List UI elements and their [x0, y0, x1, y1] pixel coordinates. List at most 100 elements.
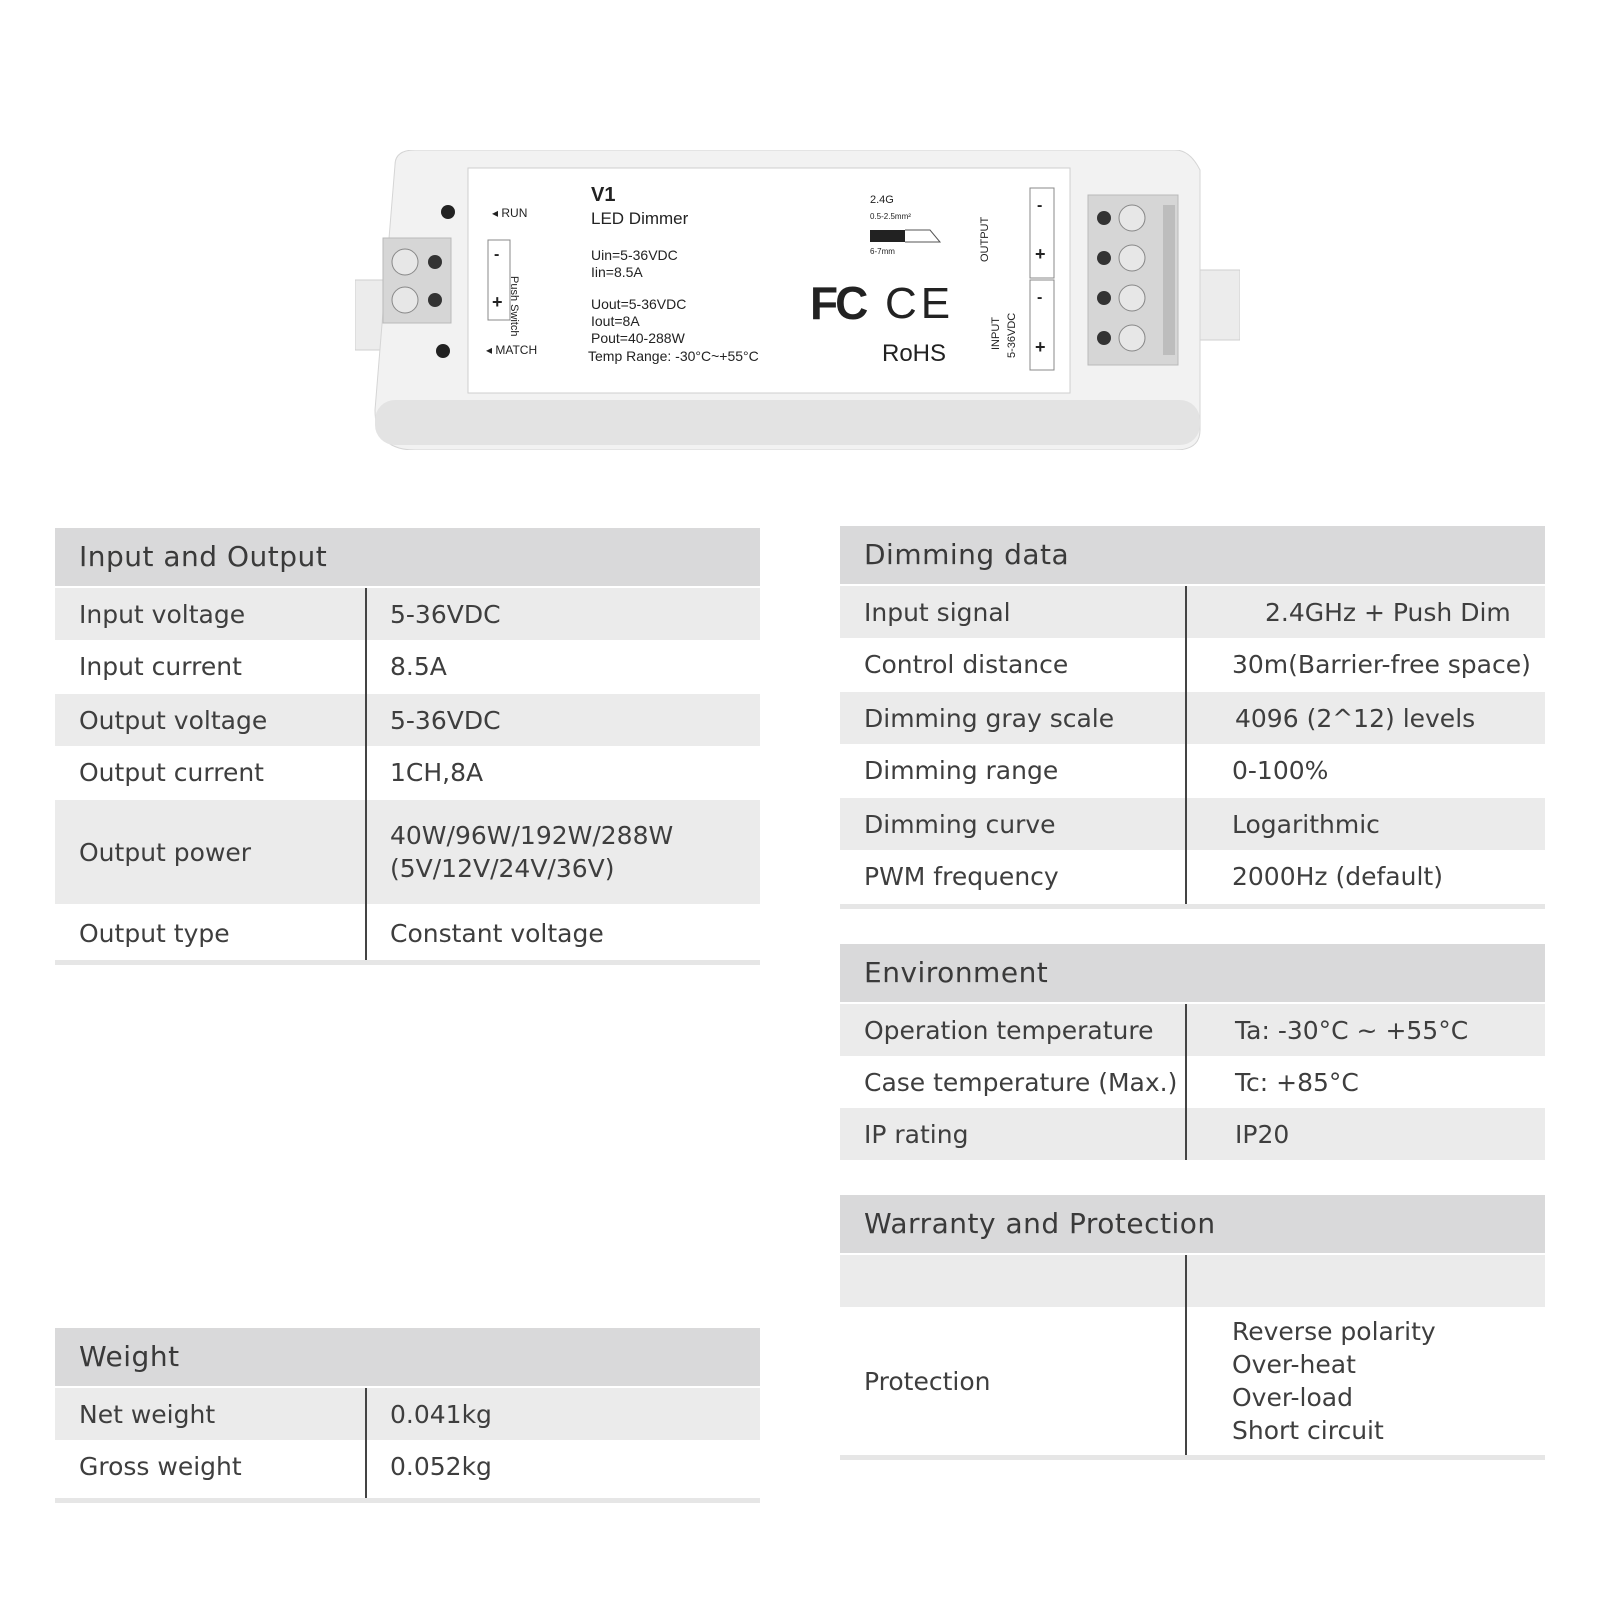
- row-value: 1CH,8A: [390, 757, 484, 787]
- run-label: ◂ RUN: [492, 206, 528, 220]
- match-led-icon: [436, 344, 450, 358]
- row-key: Output current: [79, 757, 264, 787]
- table-row: Output type Constant voltage: [55, 906, 760, 960]
- environment-table: Environment Operation temperature Ta: -3…: [840, 944, 1545, 1164]
- table-row: Output current 1CH,8A: [55, 746, 760, 798]
- column-divider: [365, 588, 367, 960]
- table-row: Input voltage 5-36VDC: [55, 588, 760, 640]
- device-name: LED Dimmer: [591, 209, 689, 228]
- row-value: 0-100%: [1232, 755, 1329, 785]
- fc-mark-icon: FC: [810, 277, 868, 329]
- row-value: Ta: -30°C ~ +55°C: [1235, 1015, 1469, 1045]
- table-row: Dimming range 0-100%: [840, 744, 1545, 796]
- row-key: Input signal: [864, 597, 1011, 627]
- table-row: Dimming curve Logarithmic: [840, 798, 1545, 850]
- table-row: Gross weight 0.052kg: [55, 1440, 760, 1492]
- table-row: Case temperature (Max.) Tc: +85°C: [840, 1056, 1545, 1108]
- column-divider: [1185, 586, 1187, 904]
- output-plus: +: [1035, 244, 1046, 264]
- device-spec: Uout=5-36VDC: [591, 296, 687, 312]
- table-title: Dimming data: [840, 526, 1545, 584]
- row-key: Input voltage: [79, 599, 246, 629]
- table-row: Protection Reverse polarity Over-heat Ov…: [840, 1307, 1545, 1455]
- table-title: Environment: [840, 944, 1545, 1002]
- row-key: Net weight: [79, 1399, 216, 1429]
- table-title: Input and Output: [55, 528, 760, 586]
- input-output-table: Input and Output Input voltage 5-36VDC I…: [55, 528, 760, 968]
- row-key: Input current: [79, 651, 242, 681]
- warranty-table: Warranty and Protection Protection Rever…: [840, 1195, 1545, 1465]
- row-key: IP rating: [864, 1119, 969, 1149]
- strip-length-label: 6-7mm: [870, 247, 895, 256]
- rohs-mark: RoHS: [882, 340, 947, 367]
- row-key: Operation temperature: [864, 1015, 1154, 1045]
- push-switch-label: Push Switch: [508, 276, 520, 337]
- row-key: Protection: [864, 1366, 991, 1396]
- device-spec: Iout=8A: [591, 313, 640, 329]
- ce-mark-icon: CE: [885, 279, 955, 328]
- switch-plus: +: [492, 292, 503, 312]
- row-value: 5-36VDC: [390, 705, 501, 735]
- table-row: [840, 1255, 1545, 1307]
- row-value: 40W/96W/192W/288W (5V/12V/24V/36V): [390, 821, 674, 883]
- match-label: ◂ MATCH: [486, 343, 538, 357]
- row-key: Dimming curve: [864, 809, 1056, 839]
- table-row: IP rating IP20: [840, 1108, 1545, 1160]
- row-value: 0.052kg: [390, 1451, 492, 1481]
- column-divider: [365, 1388, 367, 1498]
- row-value: IP20: [1235, 1119, 1290, 1149]
- column-divider: [1185, 1004, 1187, 1160]
- row-key: Output type: [79, 918, 230, 948]
- row-key: Control distance: [864, 649, 1069, 679]
- output-label: OUTPUT: [979, 216, 991, 262]
- table-row: Input current 8.5A: [55, 640, 760, 692]
- table-row: Net weight 0.041kg: [55, 1388, 760, 1440]
- table-row: Output voltage 5-36VDC: [55, 694, 760, 746]
- device-spec: Pout=40-288W: [591, 330, 685, 346]
- output-minus: -: [1037, 197, 1043, 214]
- row-value: 2.4GHz + Push Dim: [1265, 597, 1511, 627]
- row-key: Dimming range: [864, 755, 1059, 785]
- input-voltage-label: 5-36VDC: [1006, 312, 1018, 358]
- row-key: Output power: [79, 837, 252, 867]
- row-key: Dimming gray scale: [864, 703, 1115, 733]
- table-row: Operation temperature Ta: -30°C ~ +55°C: [840, 1004, 1545, 1056]
- row-key: Gross weight: [79, 1451, 242, 1481]
- wire-size-label: 0.5-2.5mm²: [870, 212, 911, 221]
- input-plus: +: [1035, 337, 1046, 357]
- row-value: 4096 (2^12) levels: [1235, 703, 1476, 733]
- table-row: Control distance 30m(Barrier-free space): [840, 638, 1545, 690]
- weight-table: Weight Net weight 0.041kg Gross weight 0…: [55, 1328, 760, 1508]
- row-value: Tc: +85°C: [1235, 1067, 1359, 1097]
- frequency-label: 2.4G: [870, 194, 894, 206]
- row-value: Logarithmic: [1232, 809, 1380, 839]
- table-title: Weight: [55, 1328, 760, 1386]
- row-value: 8.5A: [390, 651, 447, 681]
- table-row: Input signal 2.4GHz + Push Dim: [840, 586, 1545, 638]
- table-bottom-rule: [840, 904, 1545, 909]
- device-spec: Iin=8.5A: [591, 264, 643, 280]
- table-title: Warranty and Protection: [840, 1195, 1545, 1253]
- table-row: Dimming gray scale 4096 (2^12) levels: [840, 692, 1545, 744]
- dimming-table: Dimming data Input signal 2.4GHz + Push …: [840, 526, 1545, 916]
- row-key: Output voltage: [79, 705, 268, 735]
- dimmer-housing: [355, 150, 1240, 450]
- input-label: INPUT: [990, 317, 1002, 350]
- row-value: 30m(Barrier-free space): [1232, 649, 1531, 679]
- switch-minus: -: [494, 246, 500, 263]
- row-value: 2000Hz (default): [1232, 861, 1443, 891]
- row-value: Constant voltage: [390, 918, 604, 948]
- run-led-icon: [441, 205, 455, 219]
- input-minus: -: [1037, 289, 1043, 306]
- row-key: PWM frequency: [864, 861, 1059, 891]
- row-value: 5-36VDC: [390, 599, 501, 629]
- product-image: V1 LED Dimmer Uin=5-36VDC Iin=8.5A Uout=…: [355, 150, 1240, 450]
- table-bottom-rule: [55, 960, 760, 965]
- row-key: Case temperature (Max.): [864, 1067, 1178, 1097]
- row-value: Reverse polarity Over-heat Over-load Sho…: [1232, 1317, 1436, 1445]
- device-spec: Uin=5-36VDC: [591, 247, 678, 263]
- table-bottom-rule: [840, 1455, 1545, 1460]
- table-row: Output power 40W/96W/192W/288W (5V/12V/2…: [55, 800, 760, 904]
- device-model: V1: [591, 184, 616, 206]
- device-spec: Temp Range: -30°C~+55°C: [588, 348, 759, 364]
